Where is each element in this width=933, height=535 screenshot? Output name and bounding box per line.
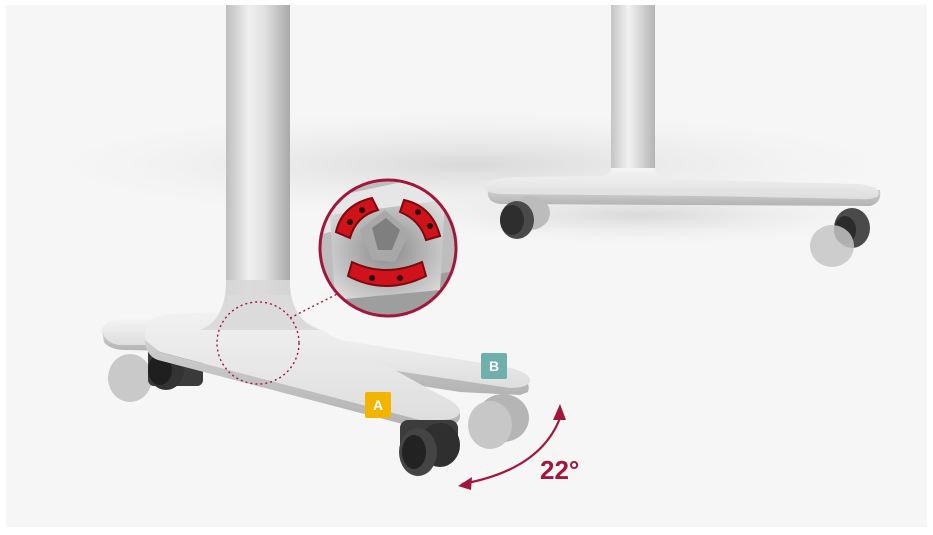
front-column	[226, 5, 290, 310]
rear-right-caster	[810, 208, 870, 267]
background-panel	[6, 5, 927, 527]
detail-focus-circle	[216, 301, 300, 385]
rotation-angle-label: 22°	[540, 455, 580, 485]
front-b-caster	[468, 394, 529, 449]
front-leg-base	[102, 5, 531, 476]
detail-leader-line	[289, 289, 346, 319]
front-a-caster	[399, 420, 460, 476]
rear-leg-base	[482, 5, 881, 267]
insert-bottom	[346, 260, 428, 287]
leg-label-b: B	[481, 353, 507, 379]
insert-top-left	[334, 196, 380, 240]
insert-top-right	[398, 198, 442, 242]
rear-left-caster	[500, 196, 550, 239]
rotation-arrow	[458, 404, 566, 490]
leg-label-a: A	[365, 392, 391, 418]
